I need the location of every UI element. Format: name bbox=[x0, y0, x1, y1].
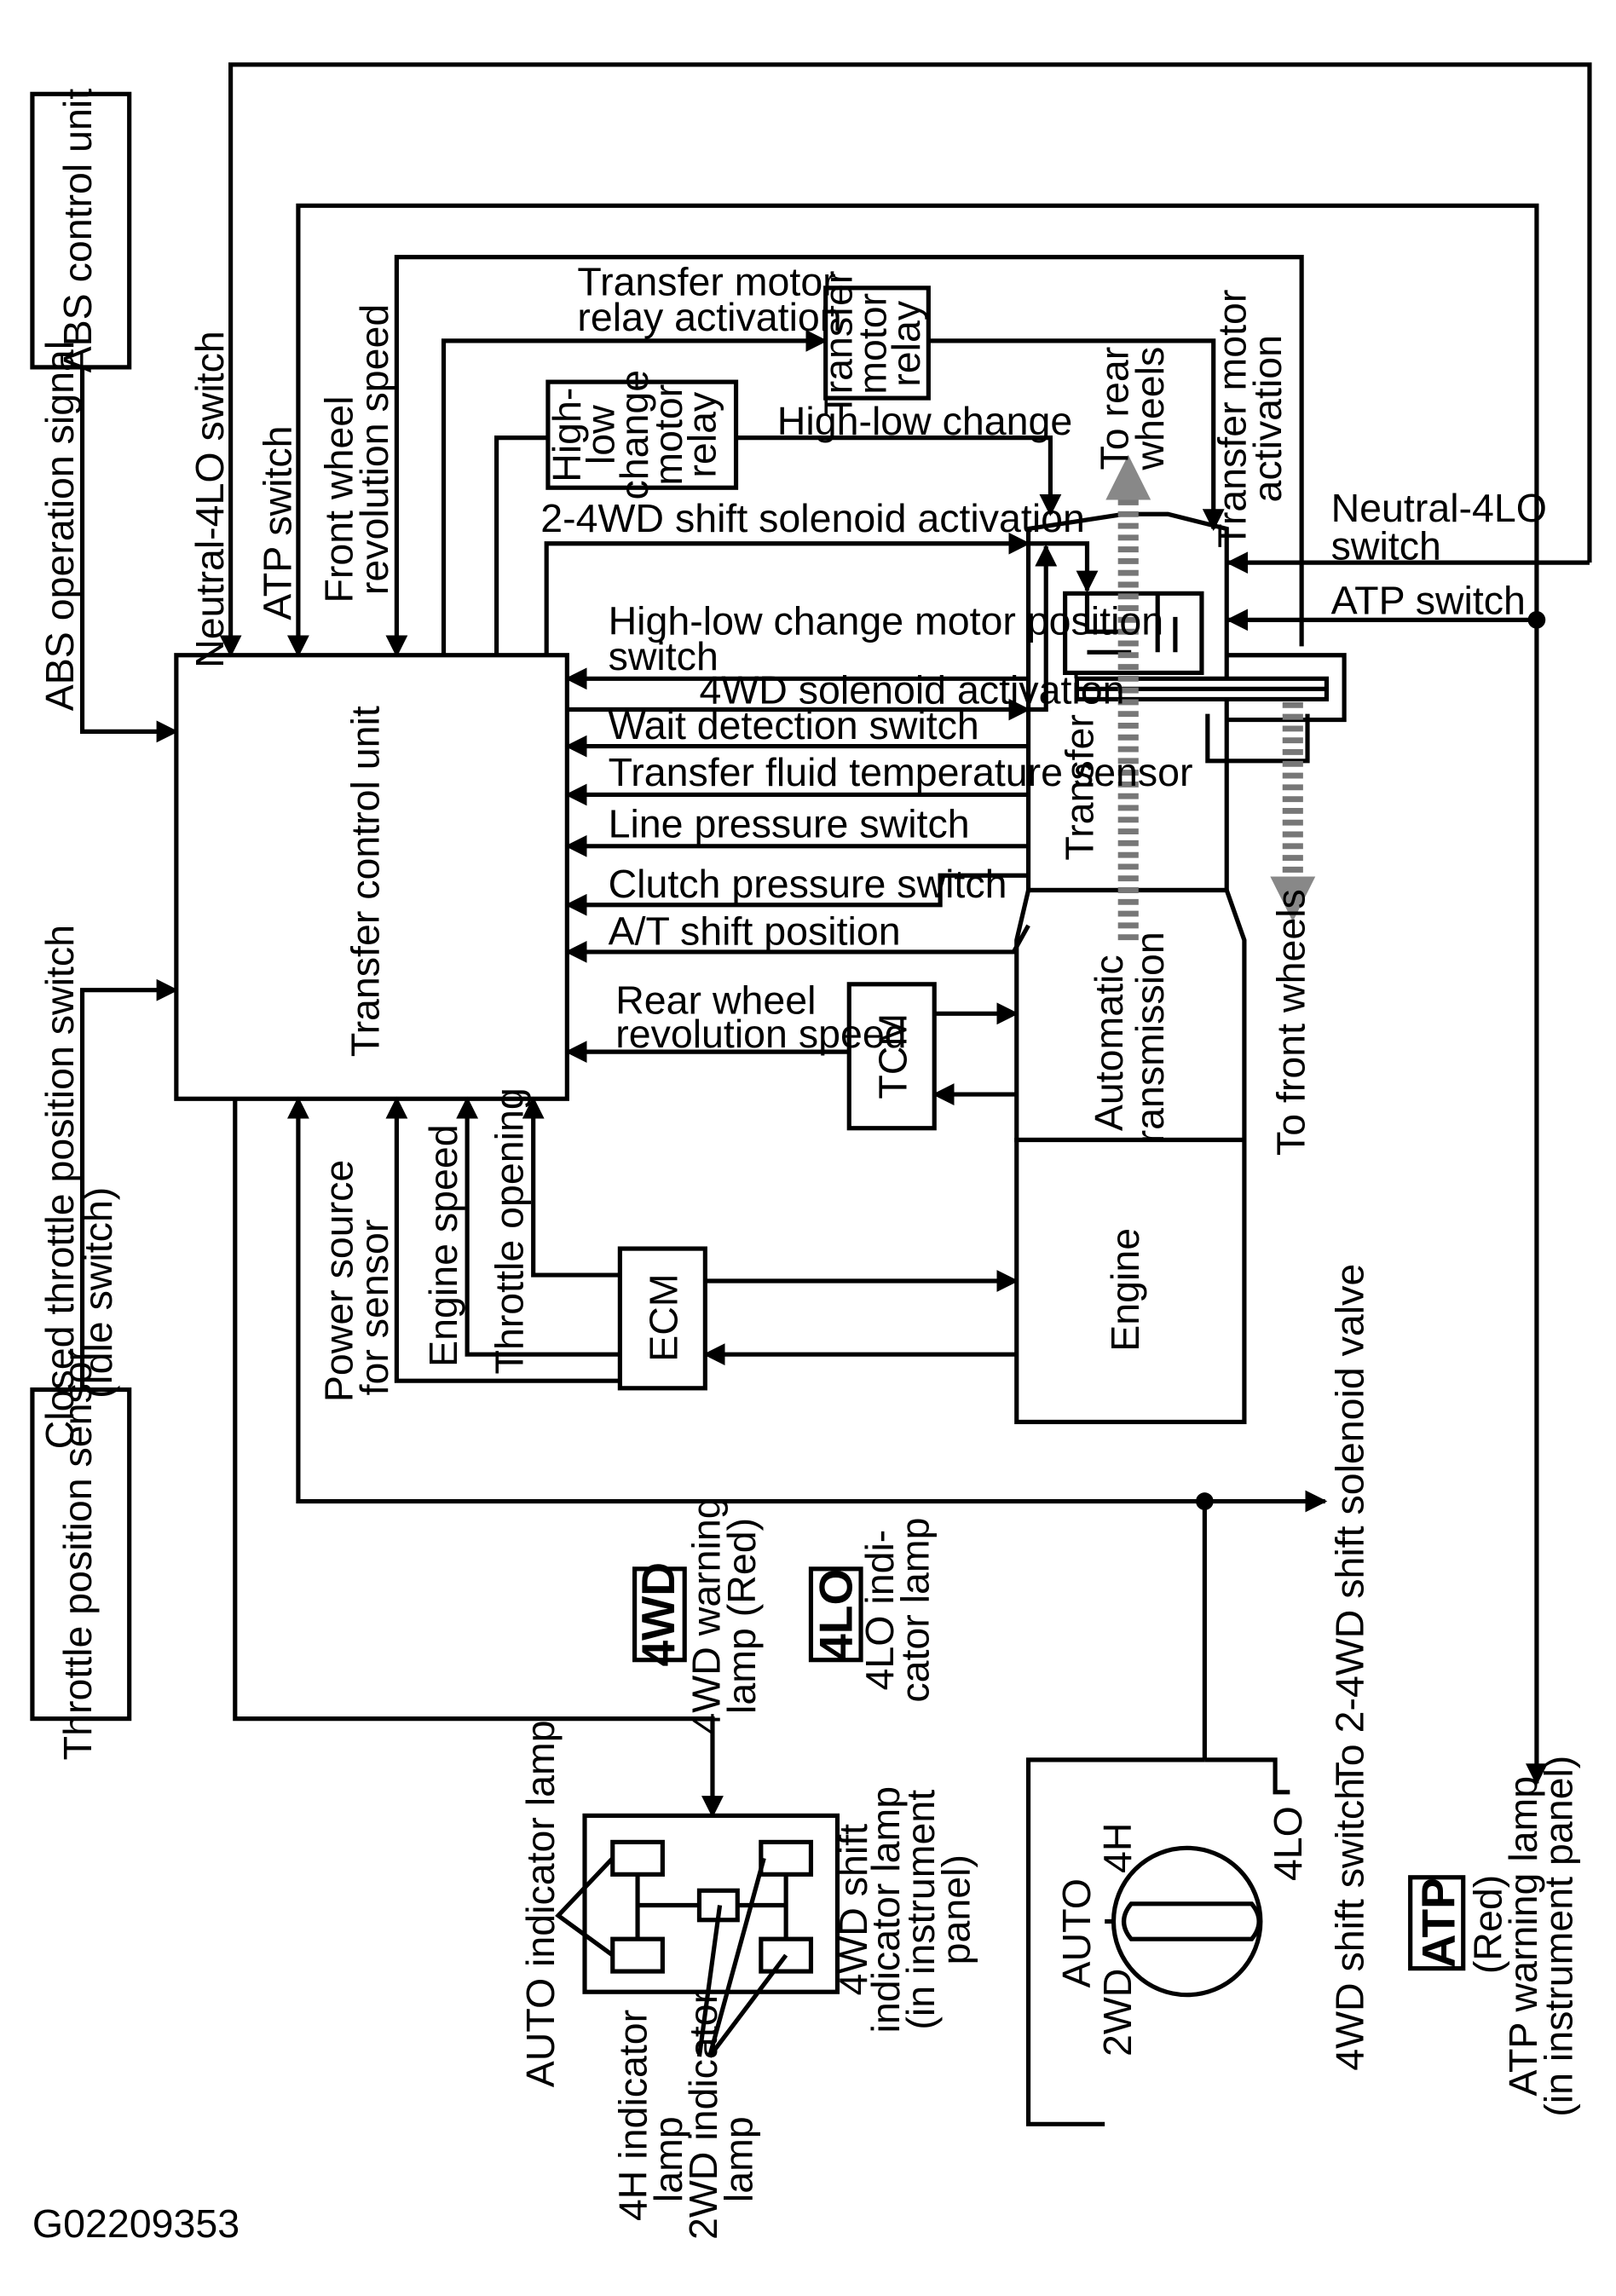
switch-4lo-label: 4LO bbox=[1266, 1806, 1310, 1881]
auto-indicator-lamp-label: AUTO indicator lamp bbox=[518, 1720, 563, 2087]
transfer-motor-relay-activation-1: Transfer motor bbox=[577, 259, 835, 303]
lamp-2wd-label-1: 2WD indicator bbox=[681, 1991, 725, 2240]
shift-indicator-label-1: 4WD shift bbox=[831, 1824, 875, 1996]
ecm-label: ECM bbox=[642, 1273, 686, 1361]
high-low-change-label: High-low change bbox=[777, 399, 1072, 443]
transfer-control-unit-label: Transfer control unit bbox=[343, 706, 388, 1057]
transfer-clutch-symbol bbox=[1063, 591, 1347, 764]
abs-control-unit-box bbox=[30, 91, 132, 370]
lamp-4wd-badge: 4WD bbox=[632, 1562, 684, 1667]
transfer-motor-relay-label-3: relay bbox=[884, 300, 928, 387]
shift-indicator-label-2: indicator lamp bbox=[863, 1786, 908, 2034]
switch-4h-label: 4H bbox=[1095, 1823, 1140, 1873]
line-pressure-switch-label: Line pressure switch bbox=[609, 801, 970, 845]
switch-auto-label: AUTO bbox=[1054, 1878, 1099, 1987]
transfer-label: Transfer bbox=[1057, 714, 1101, 860]
transfer-motor-activation-label-1: Transfer motor bbox=[1210, 290, 1255, 548]
to-rear-wheels-label-2: wheels bbox=[1128, 347, 1172, 471]
lamp-4wd-label-2: lamp (Red) bbox=[719, 1518, 764, 1714]
wait-detection-switch-label: Wait detection switch bbox=[609, 703, 979, 747]
high-low-relay-label-4: motor bbox=[646, 384, 690, 486]
transfer-motor-relay-box bbox=[823, 286, 931, 401]
transfer-motor-relay-activation-2: relay activation bbox=[577, 295, 841, 339]
abs-control-unit-label: ABS control unit bbox=[55, 89, 100, 373]
high-low-relay-label-2: low bbox=[578, 405, 622, 464]
shift-indicator-label-3: (in instrument bbox=[898, 1790, 943, 2030]
switch-2wd-label: 2WD bbox=[1095, 1969, 1140, 2057]
lamp-4lo-label-1: 4LO indi- bbox=[857, 1530, 902, 1691]
atp-switch-label-right: ATP switch bbox=[1331, 578, 1526, 622]
engine-speed-label: Engine speed bbox=[421, 1124, 465, 1367]
atp-lamp-label-2: ATP warning lamp bbox=[1501, 1776, 1545, 2097]
transfer-control-unit-box bbox=[174, 653, 569, 1101]
lamp-2wd-label-2: lamp bbox=[717, 2116, 761, 2202]
lamp-4wd-label-1: 4WD warning bbox=[684, 1497, 729, 1734]
closed-throttle-label-2: (Idle switch) bbox=[76, 1187, 120, 1399]
power-source-label-2: for sensor bbox=[352, 1220, 396, 1396]
neutral-4lo-switch-label-right-2: switch bbox=[1331, 524, 1441, 568]
front-wheel-speed-label-1: Front wheel bbox=[317, 396, 361, 603]
throttle-opening-label: Throttle opening bbox=[488, 1087, 532, 1374]
fluid-temp-sensor-label: Transfer fluid temperature sensor bbox=[609, 750, 1193, 794]
lamp-4wd-badge-box bbox=[632, 1566, 687, 1663]
motor-position-switch-label-1: High-low change motor position bbox=[609, 599, 1164, 643]
shift-switch-label: 4WD shift switch bbox=[1328, 1778, 1372, 2071]
lamp-4h-label-1: 4H indicator bbox=[610, 2010, 655, 2221]
to-rear-wheels-label-1: To rear bbox=[1093, 347, 1137, 470]
high-low-relay-label-3: change bbox=[612, 370, 656, 500]
automatic-transmission-label-2: transmission bbox=[1128, 932, 1172, 1154]
at-shift-position-label: A/T shift position bbox=[609, 909, 901, 953]
automatic-transmission-label-1: Automatic bbox=[1087, 955, 1131, 1131]
shift-solenoid-activation-label: 2-4WD shift solenoid activation bbox=[540, 496, 1085, 540]
lamp-4lo-badge-box bbox=[808, 1566, 863, 1663]
lamp-4h-label-2: lamp bbox=[646, 2116, 690, 2202]
neutral-4lo-switch-label-right-1: Neutral-4LO bbox=[1331, 486, 1547, 530]
figure-id: G02209353 bbox=[32, 2201, 240, 2246]
throttle-position-sensor-label: Throttle position sensor bbox=[55, 1348, 100, 1760]
front-wheel-speed-label-2: revolution speed bbox=[352, 304, 396, 595]
atp-switch-label-left: ATP switch bbox=[255, 425, 299, 620]
atp-badge: ATP bbox=[1411, 1878, 1464, 1968]
closed-throttle-label-1: Closed throttle position switch bbox=[38, 925, 82, 1449]
neutral-4lo-switch-label-left: Neutral-4LO switch bbox=[188, 331, 232, 668]
atp-lamp-label-1: (Red) bbox=[1466, 1875, 1510, 1974]
high-low-relay-label-1: High- bbox=[545, 388, 589, 482]
transfer-motor-relay-label-2: motor bbox=[850, 293, 894, 395]
atp-badge-box bbox=[1408, 1875, 1466, 1971]
high-low-relay-box bbox=[545, 379, 739, 490]
rear-wheel-speed-label-1: Rear wheel bbox=[615, 978, 816, 1022]
transfer-motor-activation-label-2: activation bbox=[1245, 335, 1290, 503]
shift-switch-frame bbox=[1025, 1757, 1205, 2126]
atp-lamp-label-3: (in instrument panel) bbox=[1536, 1756, 1580, 2117]
motor-position-switch-label-2: switch bbox=[609, 634, 719, 678]
solenoid-4wd-activation-label: 4WD solenoid activation bbox=[699, 668, 1124, 712]
to-shift-solenoid-valve-label: To 2-4WD shift solenoid valve bbox=[1328, 1264, 1372, 1786]
tcm-label: TCM bbox=[870, 1013, 915, 1099]
shift-indicator-label-4: panel) bbox=[934, 1855, 978, 1964]
shift-switch-knob bbox=[1122, 1901, 1261, 1941]
lamp-4lo-badge: 4LO bbox=[810, 1569, 863, 1660]
rear-wheel-speed-label-2: revolution speed bbox=[615, 1012, 906, 1056]
high-low-relay-label-5: relay bbox=[679, 391, 724, 478]
abs-operation-signal-label: ABS operation signal bbox=[38, 341, 82, 711]
clutch-pressure-switch-label: Clutch pressure switch bbox=[609, 862, 1007, 906]
to-front-wheels-label: To front wheels bbox=[1269, 889, 1313, 1156]
lamp-4lo-label-2: cator lamp bbox=[892, 1517, 937, 1702]
engine-label: Engine bbox=[1103, 1228, 1147, 1352]
